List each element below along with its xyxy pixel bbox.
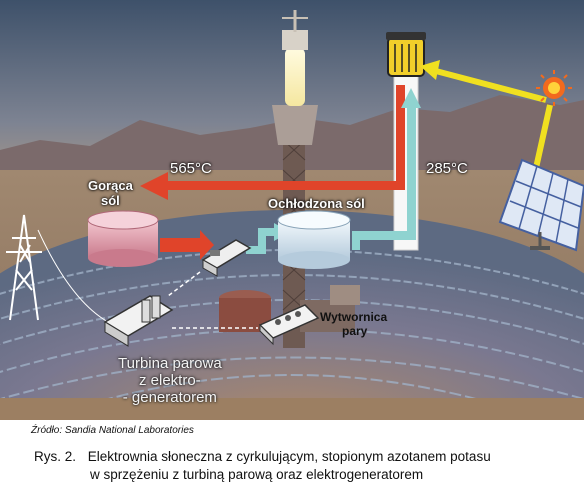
- steam-lines: [167, 271, 258, 329]
- hot-salt-tank: [87, 210, 159, 267]
- caption-line2: w sprzężeniu z turbiną parową oraz elekt…: [90, 467, 424, 482]
- solar-panel-icon: [498, 158, 584, 252]
- steam-generator: [258, 304, 320, 346]
- steam-generator-small: [201, 239, 252, 277]
- hot-salt-label-line1: Gorąca: [88, 178, 133, 193]
- hot-salt-label: Gorąca sól: [88, 178, 133, 208]
- power-pylon-icon: [6, 214, 109, 323]
- cold-salt-flow: [352, 88, 421, 250]
- figure-caption: Rys. 2. Elektrownia słoneczna z cyrkuluj…: [34, 448, 579, 484]
- caption-line1: Elektrownia słoneczna z cyrkulującym, st…: [87, 449, 491, 464]
- hot-salt-label-line2: sól: [101, 193, 120, 208]
- sun-icon: [536, 70, 572, 106]
- generator-to-cold-arrow: [246, 228, 276, 254]
- turbine-label: Turbina parowa z elektro- - generatorem: [118, 355, 222, 406]
- steam-generator-label: Wytwornica pary: [320, 310, 387, 338]
- cooled-salt-tank: [277, 210, 351, 269]
- caption-prefix: Rys. 2.: [34, 449, 77, 464]
- hot-temperature-label: 565°C: [170, 160, 212, 177]
- central-tower: [272, 10, 318, 348]
- turbine-generator: [103, 295, 174, 347]
- steam-generator-label-line1: Wytwornica: [320, 310, 388, 324]
- turbine-label-line1: Turbina parowa: [118, 355, 222, 372]
- image-bottom-strip: [0, 398, 584, 420]
- hot-to-generator-arrow: [160, 230, 214, 260]
- hot-salt-flow: [140, 85, 405, 200]
- diagram-canvas: [0, 0, 584, 470]
- turbine-label-line3: - generatorem: [122, 389, 217, 406]
- cold-temperature-label: 285°C: [426, 160, 468, 177]
- cooled-salt-label: Ochłodzona sól: [268, 196, 365, 211]
- source-note: Źródło: Sandia National Laboratories: [31, 425, 194, 436]
- turbine-label-line2: z elektro-: [138, 372, 201, 389]
- solar-plant-diagram: 565°C 285°C Gorąca sól Ochłodzona sól Wy…: [0, 0, 584, 470]
- steam-generator-label-line2: pary: [342, 324, 368, 338]
